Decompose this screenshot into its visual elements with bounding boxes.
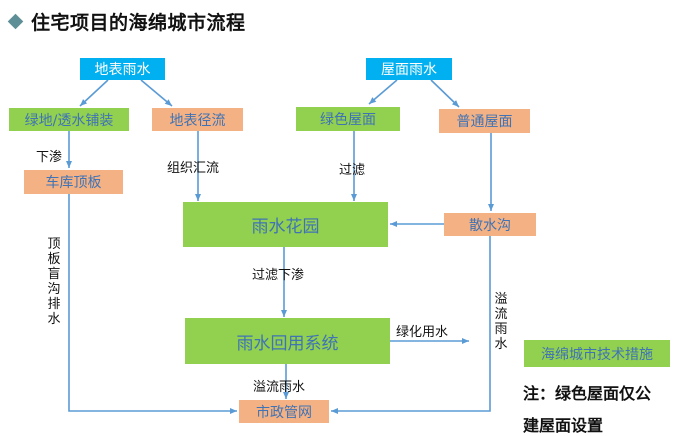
label-roof-drain: 顶板盲沟排水 (47, 237, 61, 327)
node-label: 绿地/透水铺装 (24, 112, 114, 129)
node-label: 雨水花园 (251, 217, 320, 237)
node-label: 地表径流 (169, 112, 226, 129)
label-green-irrigation: 绿化用水 (396, 325, 449, 340)
arrow-garage-to-municipal (68, 194, 237, 414)
page-title: 住宅项目的海绵城市流程 (6, 8, 246, 34)
label-infiltrate: 下渗 (36, 150, 63, 165)
arrow-swale-to-municipal (331, 236, 491, 414)
node-green-roof: 绿色屋面 (296, 107, 400, 131)
node-garage-roof: 车库顶板 (24, 170, 123, 194)
node-label: 雨水回用系统 (236, 333, 339, 354)
node-label: 车库顶板 (45, 175, 102, 191)
node-municipal: 市政管网 (239, 400, 329, 423)
page-title-text: 住宅项目的海绵城市流程 (31, 11, 246, 34)
legend-label: 海绵城市技术措施 (541, 346, 653, 363)
arrow-roof-rain-to-normal-roof (430, 79, 460, 108)
node-surface-rain: 地表雨水 (80, 58, 165, 80)
node-label: 地表雨水 (94, 62, 151, 78)
arrow-surface-rain-to-green-paving (79, 79, 109, 107)
node-label: 市政管网 (256, 404, 312, 421)
node-label: 普通屋面 (456, 114, 513, 130)
label-collect: 组织汇流 (167, 161, 220, 176)
arrow-surface-rain-to-runoff (140, 79, 173, 107)
label-swale-overflow: 溢流雨水 (494, 292, 508, 352)
node-roof-rain: 屋面雨水 (366, 58, 452, 80)
node-label: 散水沟 (469, 217, 511, 234)
label-overflow: 溢流雨水 (253, 380, 306, 395)
label-filter-infiltrate: 过滤下渗 (252, 268, 305, 283)
note-line-2: 建屋面设置 (523, 416, 604, 435)
node-swale: 散水沟 (444, 213, 536, 236)
arrow-roof-rain-to-green-roof (368, 79, 398, 105)
node-reuse-system: 雨水回用系统 (185, 318, 390, 364)
legend-measure: 海绵城市技术措施 (524, 340, 670, 367)
node-surface-runoff: 地表径流 (152, 108, 243, 131)
node-green-paving: 绿地/透水铺装 (9, 108, 129, 131)
node-label: 绿色屋面 (320, 112, 376, 128)
node-normal-roof: 普通屋面 (439, 109, 530, 133)
node-label: 屋面雨水 (381, 62, 437, 78)
note-line-1: 注：绿色屋面仅公 (523, 384, 652, 403)
node-rain-garden: 雨水花园 (183, 202, 388, 247)
label-filter: 过滤 (339, 163, 366, 178)
